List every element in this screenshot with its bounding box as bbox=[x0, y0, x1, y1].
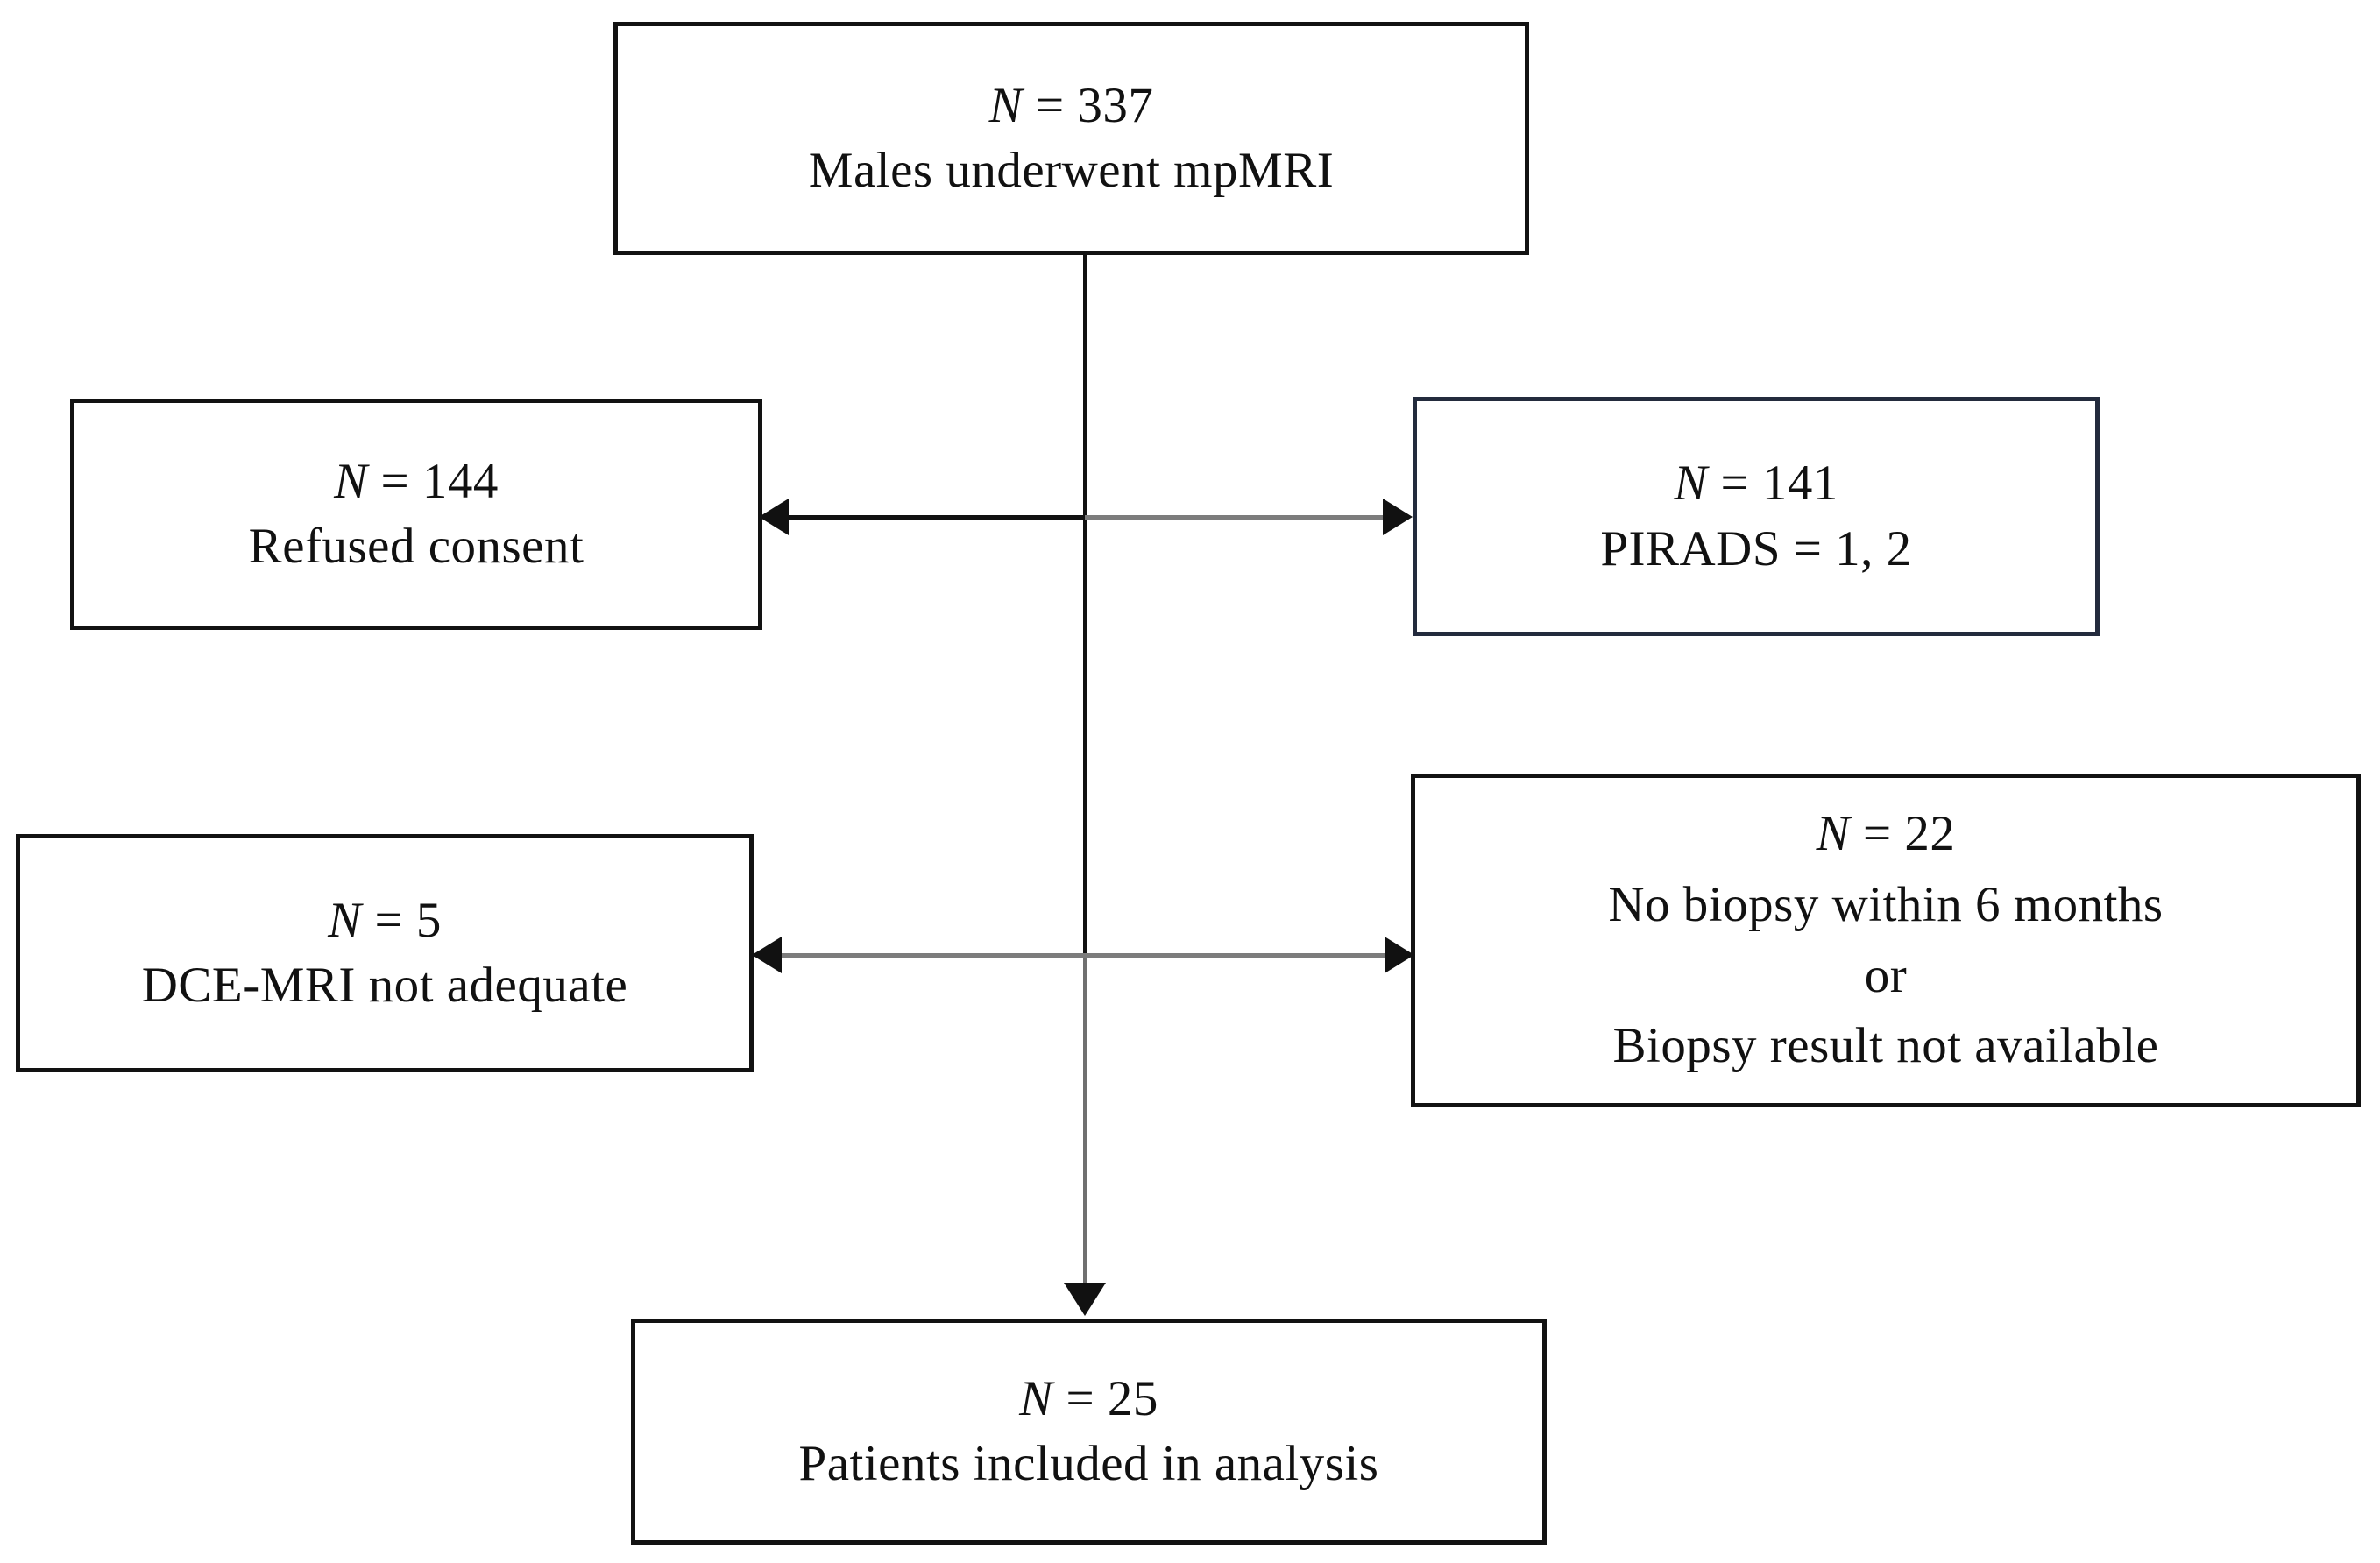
arrow-right-icon-row1 bbox=[1383, 499, 1413, 535]
node-refused-description: Refused consent bbox=[248, 519, 584, 574]
trunk-segment-upper bbox=[1083, 254, 1087, 519]
node-nobiopsy-line2: or bbox=[1864, 947, 1908, 1003]
edge-enrolled-to-pirads bbox=[1085, 515, 1385, 520]
trunk-segment-lower bbox=[1083, 955, 1087, 1286]
node-pirads-count: N = 141 bbox=[1674, 456, 1838, 512]
arrow-down-icon-terminal bbox=[1064, 1283, 1106, 1316]
node-nobiopsy-count: N = 22 bbox=[1816, 805, 1956, 861]
node-nobiopsy-line3: Biopsy result not available bbox=[1612, 1018, 2159, 1074]
node-nobiopsy: N = 22 No biopsy within 6 months or Biop… bbox=[1411, 774, 2361, 1107]
node-included-description: Patients included in analysis bbox=[798, 1436, 1379, 1491]
arrow-left-icon-row1 bbox=[759, 499, 789, 535]
node-dce-count: N = 5 bbox=[328, 892, 442, 948]
edge-enrolled-to-nobiopsy bbox=[1085, 953, 1386, 958]
trunk-segment-middle bbox=[1083, 519, 1087, 955]
node-dce: N = 5 DCE-MRI not adequate bbox=[16, 834, 754, 1072]
node-enrolled: N = 337 Males underwent mpMRI bbox=[613, 22, 1529, 255]
node-enrolled-count: N = 337 bbox=[988, 77, 1154, 133]
node-nobiopsy-line1: No biopsy within 6 months bbox=[1608, 876, 2164, 932]
arrow-left-icon-row2 bbox=[752, 937, 782, 973]
arrow-right-icon-row2 bbox=[1385, 937, 1414, 973]
node-dce-description: DCE-MRI not adequate bbox=[141, 958, 628, 1013]
node-enrolled-description: Males underwent mpMRI bbox=[808, 143, 1335, 198]
node-refused-count: N = 144 bbox=[334, 453, 499, 509]
node-refused: N = 144 Refused consent bbox=[70, 399, 762, 630]
node-pirads-description: PIRADS = 1, 2 bbox=[1600, 520, 1912, 576]
node-included: N = 25 Patients included in analysis bbox=[631, 1319, 1547, 1545]
edge-enrolled-to-refused bbox=[784, 515, 1087, 520]
edge-enrolled-to-dce bbox=[778, 953, 1087, 958]
node-included-count: N = 25 bbox=[1019, 1370, 1158, 1426]
node-pirads: N = 141 PIRADS = 1, 2 bbox=[1413, 397, 2100, 636]
